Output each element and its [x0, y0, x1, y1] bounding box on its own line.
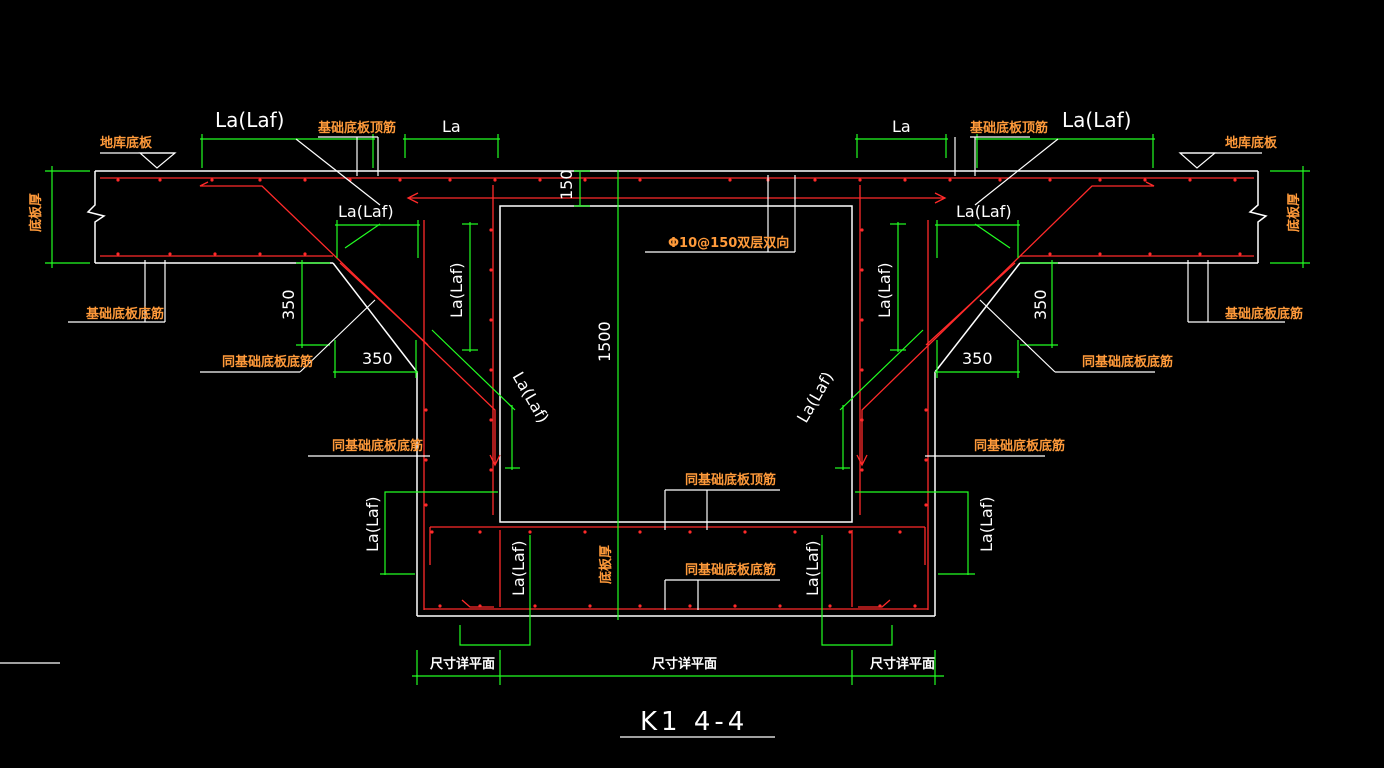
concrete-outline	[86, 170, 1268, 617]
label-150: 150	[557, 169, 576, 200]
label-foundation-top-bar-right: 基础底板顶筋	[969, 120, 1048, 136]
drawing-title: K1 4-4	[640, 707, 748, 737]
label-basement-slab-left: 地库底板	[100, 135, 153, 151]
label-same-bottom-bar-bottom: 同基础底板底筋	[685, 562, 776, 578]
label-la-laf-outer-left: La(Laf)	[363, 496, 382, 552]
rebar-dots	[116, 178, 1242, 608]
label-foundation-top-bar-left: 基础底板顶筋	[317, 120, 396, 136]
label-la-laf-inner-right: La(Laf)	[803, 540, 822, 596]
label-la-laf-vert-left: La(Laf)	[447, 262, 466, 318]
label-same-bottom-bar-upper-left: 同基础底板底筋	[222, 354, 313, 370]
label-same-bottom-bar-lower-left: 同基础底板底筋	[332, 438, 423, 454]
label-la-laf-mid-left: La(Laf)	[338, 202, 394, 221]
label-size-left: 尺寸详平面	[430, 656, 495, 672]
label-basement-slab-right: 地库底板	[1225, 135, 1278, 151]
label-la-top-right: La	[892, 117, 911, 136]
label-foundation-bottom-bar-right: 基础底板底筋	[1224, 306, 1303, 322]
label-foundation-bottom-bar-left: 基础底板底筋	[85, 306, 164, 322]
label-slab-thickness-right: 底板厚	[1286, 193, 1302, 232]
label-same-bottom-bar-upper-right: 同基础底板底筋	[1082, 354, 1173, 370]
label-350-v-left: 350	[279, 289, 298, 320]
label-size-right: 尺寸详平面	[870, 656, 935, 672]
label-slab-thickness-bottom: 底板厚	[598, 545, 614, 584]
label-350-v-right: 350	[1031, 289, 1050, 320]
label-same-bottom-bar-lower-right: 同基础底板底筋	[974, 438, 1065, 454]
label-la-laf-outer-right: La(Laf)	[977, 496, 996, 552]
label-rebar-spec: Φ10@150双层双向	[668, 235, 789, 251]
label-same-top-bar-bottom: 同基础底板顶筋	[685, 472, 776, 488]
leader-lines	[0, 136, 1285, 738]
dimension-lines	[45, 134, 1310, 685]
rebar-lines	[100, 177, 1254, 610]
label-la-laf-mid-right: La(Laf)	[956, 202, 1012, 221]
label-la-laf-diag-left: La(Laf)	[509, 369, 553, 427]
label-la-laf-top-left: La(Laf)	[215, 108, 284, 132]
label-1500: 1500	[595, 321, 614, 362]
label-350-h-right: 350	[962, 349, 993, 368]
label-la-top-left: La	[442, 117, 461, 136]
label-size-center: 尺寸详平面	[652, 656, 717, 672]
label-la-laf-inner-left: La(Laf)	[509, 540, 528, 596]
label-350-h-left: 350	[362, 349, 393, 368]
label-la-laf-top-right: La(Laf)	[1062, 108, 1131, 132]
label-slab-thickness-left: 底板厚	[28, 193, 44, 232]
label-la-laf-diag-right: La(Laf)	[793, 368, 837, 426]
label-la-laf-vert-right: La(Laf)	[875, 262, 894, 318]
